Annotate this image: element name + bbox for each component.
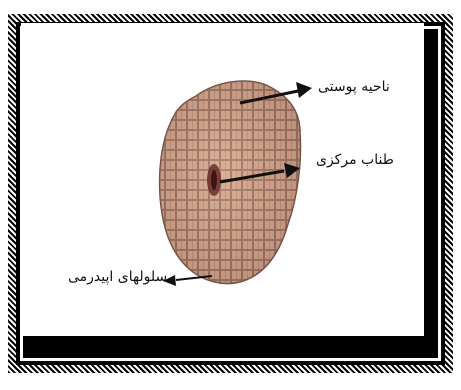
label-central-cylinder: طناب مرکزی xyxy=(316,152,394,168)
root-section xyxy=(160,81,301,284)
arrow-epidermis xyxy=(163,275,212,286)
label-epidermis: سلولهای اپیدرمی xyxy=(68,269,167,285)
label-cortex: ناحیه پوستی xyxy=(318,79,390,95)
